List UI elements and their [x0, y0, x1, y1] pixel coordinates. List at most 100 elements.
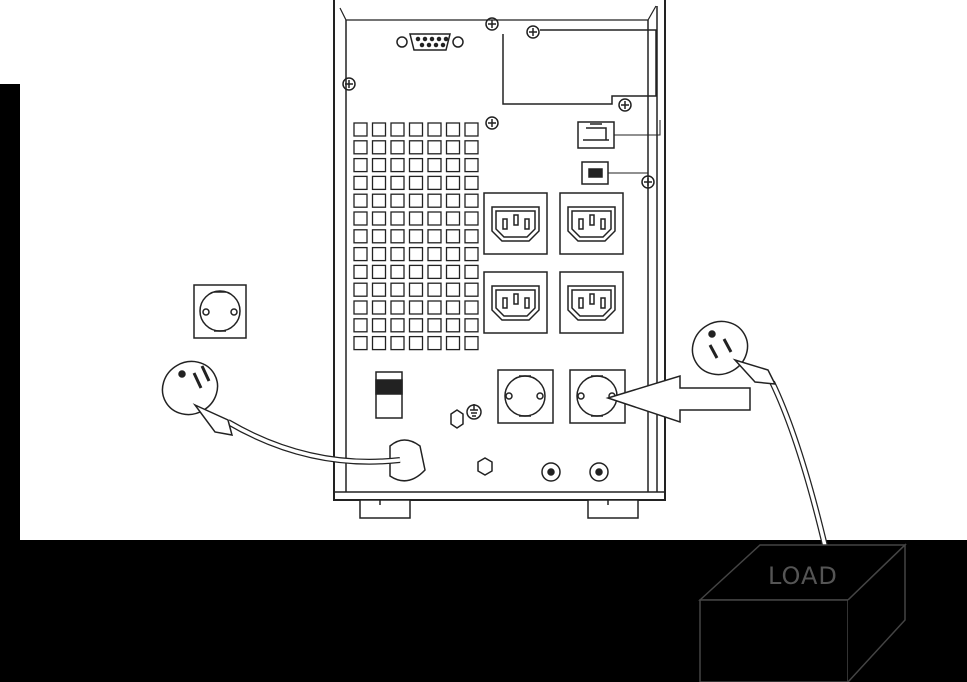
vent-cell — [371, 318, 387, 333]
vent-cell — [371, 122, 387, 137]
vent-cell — [371, 264, 387, 280]
vent-cell — [390, 140, 405, 155]
vent-cell — [390, 335, 405, 351]
vent-cell — [353, 140, 368, 155]
vent-cell — [390, 318, 405, 333]
vent-cell — [353, 335, 368, 351]
vent-cell — [371, 175, 387, 191]
iec-outlet-icon — [483, 192, 624, 334]
vent-grid — [353, 122, 479, 351]
vent-cell — [353, 157, 368, 173]
vent-cell — [427, 229, 442, 244]
vent-cell — [427, 122, 442, 137]
ground-terminal-icon — [450, 404, 482, 429]
vent-cell — [427, 157, 442, 173]
load-label: LOAD — [768, 562, 838, 590]
vent-cell — [464, 282, 479, 297]
vent-cell — [445, 300, 461, 315]
vent-cell — [390, 229, 405, 244]
vent-cell — [427, 318, 442, 333]
vent-cell — [408, 318, 424, 333]
vent-cell — [445, 246, 461, 262]
vent-cell — [408, 175, 424, 191]
screw-icon — [342, 17, 655, 189]
vent-cell — [390, 264, 405, 280]
vent-cell — [445, 229, 461, 244]
vent-cell — [390, 122, 405, 137]
vent-cell — [408, 140, 424, 155]
vent-cell — [445, 282, 461, 297]
vent-cell — [390, 175, 405, 191]
iec-outlet — [559, 192, 624, 255]
connect-arrow-icon — [605, 374, 751, 424]
vent-cell — [408, 193, 424, 208]
vent-cell — [371, 140, 387, 155]
vent-cell — [445, 264, 461, 280]
vent-cell — [371, 282, 387, 297]
vent-cell — [390, 157, 405, 173]
vent-cell — [445, 157, 461, 173]
vent-cell — [390, 300, 405, 315]
vent-cell — [353, 246, 368, 262]
vent-cell — [408, 335, 424, 351]
vent-cell — [427, 335, 442, 351]
vent-cell — [464, 264, 479, 280]
vent-cell — [371, 246, 387, 262]
vent-cell — [371, 193, 387, 208]
expansion-slot-cover — [502, 29, 657, 105]
vent-cell — [427, 264, 442, 280]
serial-port-icon — [396, 33, 464, 51]
vent-cell — [353, 300, 368, 315]
vent-cell — [464, 300, 479, 315]
vent-cell — [464, 335, 479, 351]
cable-inlet-icon — [389, 439, 426, 482]
vent-cell — [427, 175, 442, 191]
vent-cell — [371, 229, 387, 244]
vent-cell — [464, 122, 479, 137]
vent-cell — [408, 300, 424, 315]
vent-cell — [353, 264, 368, 280]
vent-cell — [371, 335, 387, 351]
vent-cell — [427, 300, 442, 315]
vent-cell — [408, 229, 424, 244]
iec-outlet — [483, 192, 548, 255]
vent-cell — [427, 193, 442, 208]
usb-port-icon — [581, 161, 648, 185]
vent-cell — [464, 175, 479, 191]
vent-cell — [445, 175, 461, 191]
vent-cell — [445, 211, 461, 226]
vent-cell — [408, 282, 424, 297]
vent-cell — [427, 140, 442, 155]
schuko-outlet-left — [497, 369, 554, 424]
vent-cell — [408, 211, 424, 226]
vent-cell — [445, 335, 461, 351]
vent-cell — [371, 300, 387, 315]
breaker-switch-icon — [375, 371, 403, 419]
load-box: LOAD — [698, 543, 907, 682]
vent-cell — [464, 211, 479, 226]
vent-cell — [371, 157, 387, 173]
vent-cell — [445, 122, 461, 137]
ups-feet — [359, 499, 639, 519]
network-port-icon — [577, 120, 661, 149]
vent-cell — [408, 157, 424, 173]
vent-cell — [390, 282, 405, 297]
vent-cell — [390, 211, 405, 226]
vent-cell — [464, 157, 479, 173]
vent-cell — [390, 193, 405, 208]
vent-cell — [390, 246, 405, 262]
hex-nut-icon — [477, 457, 493, 476]
vent-cell — [353, 282, 368, 297]
vent-cell — [371, 211, 387, 226]
iec-outlet — [483, 271, 548, 334]
vent-cell — [464, 318, 479, 333]
vent-cell — [353, 229, 368, 244]
vent-cell — [353, 211, 368, 226]
vent-cell — [408, 246, 424, 262]
vent-cell — [445, 193, 461, 208]
wall-socket-icon — [193, 284, 247, 339]
vent-cell — [464, 246, 479, 262]
iec-outlet — [559, 271, 624, 334]
